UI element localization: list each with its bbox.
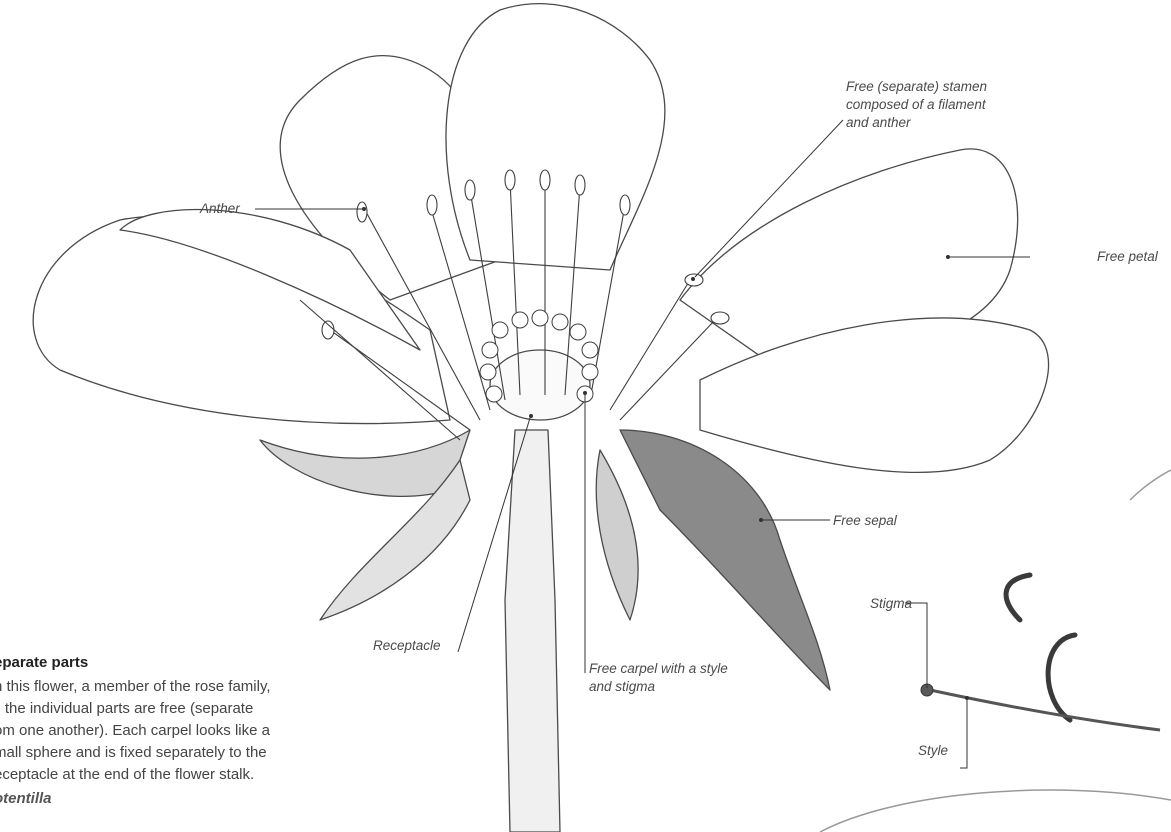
label-free-sepal: Free sepal	[833, 512, 897, 529]
label-free-stamen-line2: composed of a filament	[846, 96, 986, 113]
sepal-right	[620, 430, 830, 690]
label-free-carpel-line2: and stigma	[589, 678, 655, 695]
caption-heading: eparate parts	[0, 652, 324, 674]
label-receptacle: Receptacle	[373, 637, 441, 654]
label-anther: Anther	[200, 200, 240, 217]
caption-block: eparate parts n this flower, a member of…	[0, 652, 324, 810]
caption-line: om one another). Each carpel looks like …	[0, 720, 324, 742]
caption-line: n this flower, a member of the rose fami…	[0, 676, 324, 698]
caption-line: ll the individual parts are free (separa…	[0, 698, 324, 720]
stigma-curl-2	[1048, 635, 1075, 720]
flower-stalk	[505, 430, 560, 832]
label-stigma: Stigma	[870, 595, 912, 612]
label-free-carpel-line1: Free carpel with a style	[589, 660, 728, 677]
petal-top-center	[446, 4, 665, 270]
caption-line: mall sphere and is fixed separately to t…	[0, 742, 324, 764]
label-free-stamen-line3: and anther	[846, 114, 911, 131]
sepal-center	[596, 450, 638, 620]
label-free-petal: Free petal	[1097, 248, 1158, 265]
style-detail	[930, 690, 1160, 730]
receptacle-center	[490, 350, 590, 420]
label-style: Style	[918, 742, 948, 759]
stigma-curl-1	[1006, 575, 1030, 620]
label-free-stamen-line1: Free (separate) stamen	[846, 78, 987, 95]
caption-species: otentilla	[0, 788, 324, 810]
caption-line: eceptacle at the end of the flower stalk…	[0, 764, 324, 786]
sepal-left	[260, 430, 470, 496]
